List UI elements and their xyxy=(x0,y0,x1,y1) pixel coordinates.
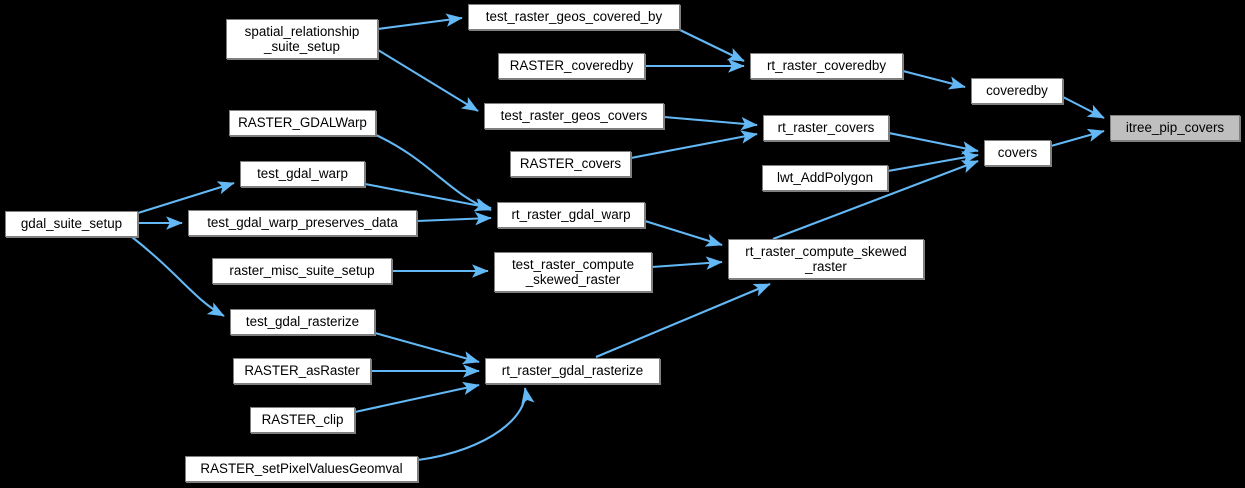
node-test_raster_compute_skewed_raster[interactable]: test_raster_compute _skewed_raster xyxy=(494,252,652,292)
node-gdal_suite_setup[interactable]: gdal_suite_setup xyxy=(5,211,138,237)
edge-RASTER_setPixelValuesGeomval-to-rt_raster_gdal_rasterize xyxy=(417,387,535,462)
edge-test_gdal_warp-to-rt_raster_gdal_warp xyxy=(364,182,492,212)
node-test_raster_geos_covered_by[interactable]: test_raster_geos_covered_by xyxy=(468,4,680,30)
edge-gdal_suite_setup-to-test_gdal_warp xyxy=(137,181,235,215)
node-itree_pip_covers[interactable]: itree_pip_covers xyxy=(1110,115,1240,141)
node-RASTER_covers[interactable]: RASTER_covers xyxy=(510,151,631,177)
node-raster_misc_suite_setup[interactable]: raster_misc_suite_setup xyxy=(212,258,392,284)
node-spatial_relationship_suite_setup[interactable]: spatial_relationship _suite_setup xyxy=(226,19,378,59)
edge-rt_raster_coveredby-to-coveredby xyxy=(902,69,966,90)
node-RASTER_GDALWarp[interactable]: RASTER_GDALWarp xyxy=(229,110,376,136)
edge-test_gdal_warp_preserves_data-to-rt_raster_gdal_warp xyxy=(416,211,492,226)
node-lwt_AddPolygon[interactable]: lwt_AddPolygon xyxy=(762,165,888,191)
node-RASTER_asRaster[interactable]: RASTER_asRaster xyxy=(233,358,371,384)
node-test_gdal_warp_preserves_data[interactable]: test_gdal_warp_preserves_data xyxy=(188,210,417,236)
edge-RASTER_covers-to-rt_raster_covers xyxy=(630,130,758,160)
edge-lwt_AddPolygon-to-covers xyxy=(887,151,979,173)
edge-spatial_relationship_suite_setup-to-test_raster_geos_covers xyxy=(377,49,479,112)
edge-test_raster_compute_skewed_raster-to-rt_raster_compute_skewed_raster xyxy=(651,256,723,270)
edge-coveredby-to-itree_pip_covers xyxy=(1062,96,1105,119)
node-rt_raster_covers[interactable]: rt_raster_covers xyxy=(763,115,889,141)
node-RASTER_clip[interactable]: RASTER_clip xyxy=(250,407,355,433)
node-test_gdal_rasterize[interactable]: test_gdal_rasterize xyxy=(230,309,375,335)
edge-rt_raster_gdal_rasterize-to-rt_raster_compute_skewed_raster xyxy=(595,283,771,358)
node-rt_raster_coveredby[interactable]: rt_raster_coveredby xyxy=(750,53,903,79)
edge-RASTER_clip-to-rt_raster_gdal_rasterize xyxy=(354,381,480,414)
edge-group xyxy=(131,13,1105,462)
edge-gdal_suite_setup-to-test_gdal_rasterize xyxy=(131,236,225,317)
edge-rt_raster_gdal_warp-to-rt_raster_compute_skewed_raster xyxy=(644,219,723,247)
node-RASTER_setPixelValuesGeomval[interactable]: RASTER_setPixelValuesGeomval xyxy=(185,456,418,482)
edge-RASTER_GDALWarp-to-rt_raster_gdal_warp xyxy=(375,134,492,211)
edge-test_raster_geos_covers-to-rt_raster_covers xyxy=(663,115,758,131)
edge-spatial_relationship_suite_setup-to-test_raster_geos_covered_by xyxy=(377,13,463,31)
node-rt_raster_gdal_rasterize[interactable]: rt_raster_gdal_rasterize xyxy=(485,358,660,384)
node-rt_raster_compute_skewed_raster[interactable]: rt_raster_compute_skewed _raster xyxy=(728,239,924,279)
edge-test_gdal_rasterize-to-rt_raster_gdal_rasterize xyxy=(374,331,480,365)
edge-test_raster_geos_covered_by-to-rt_raster_coveredby xyxy=(679,29,745,62)
edge-covers-to-itree_pip_covers xyxy=(1050,128,1105,148)
edge-rt_raster_covers-to-covers xyxy=(888,131,979,155)
node-coveredby[interactable]: coveredby xyxy=(971,78,1063,104)
node-rt_raster_gdal_warp[interactable]: rt_raster_gdal_warp xyxy=(497,202,645,228)
node-test_gdal_warp[interactable]: test_gdal_warp xyxy=(240,161,365,187)
node-test_raster_geos_covers[interactable]: test_raster_geos_covers xyxy=(484,103,664,129)
node-RASTER_coveredby[interactable]: RASTER_coveredby xyxy=(498,53,645,79)
node-covers[interactable]: covers xyxy=(984,140,1051,166)
